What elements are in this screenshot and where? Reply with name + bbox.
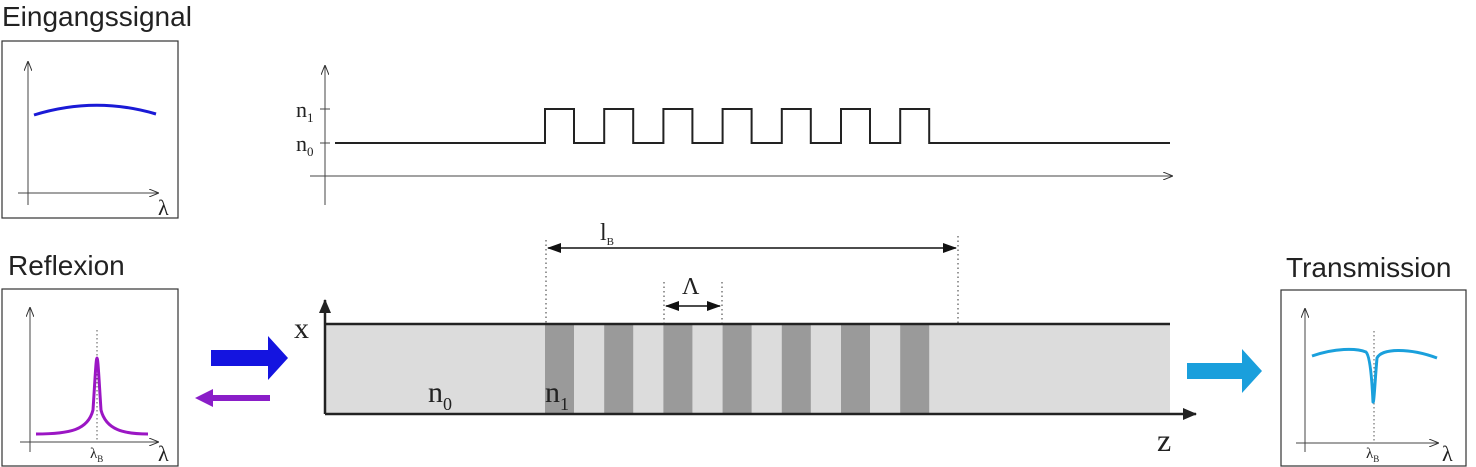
transmitted-light-arrow [1187,349,1262,393]
reflection-title: Reflexion [8,250,125,281]
grating-stripe [900,325,930,414]
input-axis-label: λ [158,195,169,220]
grating-stripe [545,325,574,414]
transmission-axis-label: λ [1442,441,1453,466]
fiber-z-label: z [1157,422,1171,458]
transmission-panel: Transmission λB λ [1280,252,1467,467]
grating-length-label: lB [600,220,614,248]
reflected-light-arrow [195,389,270,407]
fiber-section: lB Λ x z n0 n1 [294,220,1197,458]
profile-n0-label: n0 [296,131,314,159]
refractive-index-profile [335,108,1170,144]
index-profile-plot: n1 n0 [296,66,1172,205]
grating-stripes [545,325,930,414]
reflection-bragg-label: λB [90,446,103,464]
fiber-x-label: x [294,312,309,345]
reflection-frame [1,288,179,467]
input-signal-panel: Eingangssignal λ [1,1,192,220]
transmission-frame [1280,289,1467,467]
transmission-bragg-label: λB [1366,446,1379,464]
reflection-axis-label: λ [158,441,169,466]
profile-n1-label: n1 [296,97,314,125]
grating-stripe [781,325,811,414]
transmission-spectrum-curve [1311,347,1438,404]
reflection-panel: Reflexion λB λ [1,250,179,467]
reflection-spectrum-curve [35,356,149,436]
input-spectrum-curve [33,103,157,117]
period-label: Λ [682,274,700,300]
grating-stripe [663,325,693,414]
grating-stripe [841,325,870,414]
transmission-title: Transmission [1286,252,1451,283]
incident-light-arrow [211,336,288,380]
input-signal-title: Eingangssignal [2,1,192,32]
fiber-n1-label: n1 [545,376,569,414]
fiber-n0-label: n0 [428,376,452,414]
grating-stripe [604,325,634,414]
grating-stripe [722,325,752,414]
